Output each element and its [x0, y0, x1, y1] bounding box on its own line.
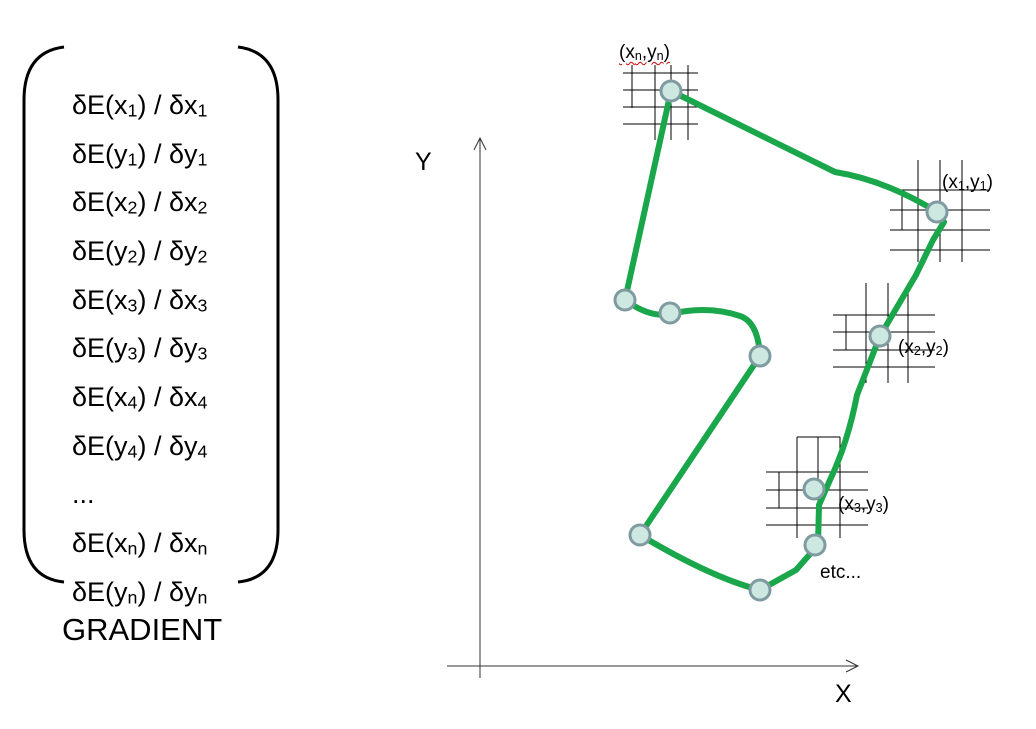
gradient-row: δE(x2) / δx2: [72, 187, 208, 219]
y-axis-arrow: [473, 136, 487, 151]
gradient-row: δE(y3) / δy3: [72, 333, 208, 365]
left-bracket: [22, 45, 65, 584]
right-bracket: [237, 45, 280, 584]
gradient-row: δE(x1) / δx1: [72, 90, 208, 121]
y-axis-label: Y: [415, 148, 432, 176]
x-axis-label: X: [835, 680, 852, 708]
etc-label: etc...: [820, 562, 862, 583]
point-label-n: (xn,yn): [619, 42, 670, 63]
gradient-row: δE(x3) / δx3: [72, 284, 208, 316]
gradient-row: δE(x4) / δx4: [72, 382, 208, 413]
control-point-6: [628, 523, 652, 547]
vector-brackets: [22, 45, 280, 584]
contour-curve: [622, 88, 947, 593]
control-point-3: [802, 477, 826, 501]
point-label-3: (x3,y3): [838, 494, 889, 515]
gradient-row: δE(yn) / δyn: [72, 576, 208, 608]
gradient-caption: GRADIENT: [62, 612, 223, 647]
control-point-9: [613, 288, 637, 312]
control-point-1: [925, 200, 949, 224]
control-point-2: [868, 324, 892, 348]
point-label-2: (x2,y2): [898, 337, 949, 358]
x-axis-arrow: [845, 659, 860, 673]
control-point-4: [803, 533, 827, 557]
control-point-7: [748, 344, 772, 368]
control-point-5: [748, 578, 772, 602]
gradient-row: δE(y2) / δy2: [72, 236, 208, 267]
point-label-1: (x1,y1): [942, 172, 993, 193]
control-point-n: [659, 79, 683, 103]
gradient-row: δE(xn) / δxn: [72, 528, 208, 559]
gradient-row: δE(y4) / δy4: [72, 430, 208, 462]
axes: [447, 136, 860, 678]
control-points: [613, 79, 949, 602]
gradient-row: ...: [72, 479, 95, 510]
gradient-row: δE(y1) / δy1: [72, 138, 208, 170]
gradient-vector: δE(x1) / δx1 δE(y1) / δy1 δE(x2) / δx2 δE(y…: [72, 84, 207, 619]
control-point-8: [658, 301, 682, 325]
